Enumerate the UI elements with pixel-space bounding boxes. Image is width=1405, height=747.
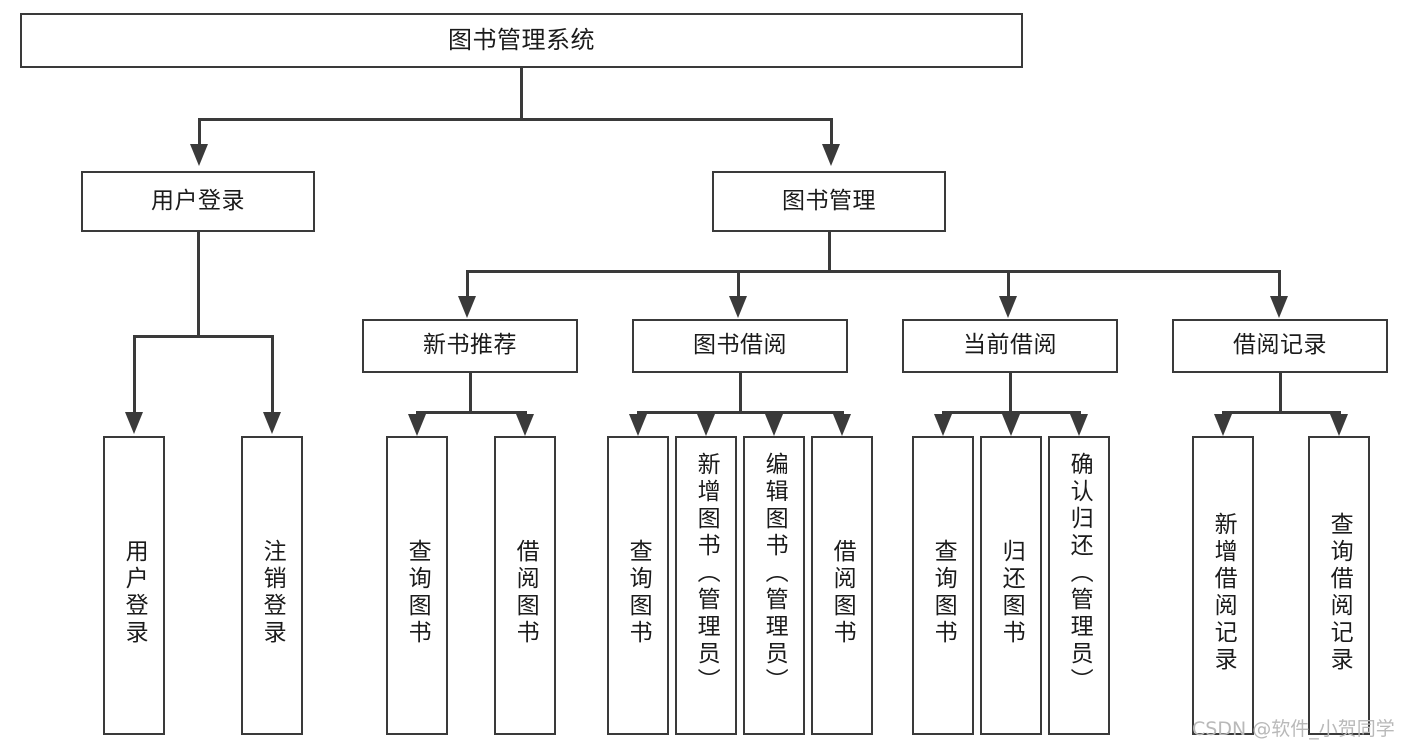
node-label: 归还图书 [998,538,1025,647]
arrow-to-book-borrow [729,296,747,318]
leaf-query-book-new[interactable]: 查询图书 [386,436,448,735]
connector-root-drop-left [198,118,201,146]
arrow-to-leaf-return-book [1002,414,1020,436]
arrow-to-leaf-query-book-2 [629,414,647,436]
connector-root-stem [520,68,523,120]
leaf-return-book[interactable]: 归还图书 [980,436,1042,735]
arrow-to-leaf-query-borrow-record [1330,414,1348,436]
csdn-watermark: CSDN @软件_小贺同学 [1192,718,1395,740]
connector-book-borrow-bus [637,411,843,414]
node-book-management[interactable]: 图书管理 [712,171,946,232]
connector-user-login-drop-2 [271,335,274,414]
connector-new-book-stem [469,373,472,413]
connector-level3-drop-1 [466,270,469,298]
connector-borrow-record-bus [1222,411,1340,414]
node-label: 确认归还（管理员） [1066,452,1093,695]
node-label: 图书管理 [782,187,876,214]
leaf-confirm-return-admin[interactable]: 确认归还（管理员） [1048,436,1110,735]
arrow-to-leaf-query-book-1 [408,414,426,436]
arrow-to-leaf-edit-book [765,414,783,436]
node-book-borrow[interactable]: 图书借阅 [632,319,848,373]
leaf-borrow-book-new[interactable]: 借阅图书 [494,436,556,735]
node-label: 借阅图书 [829,538,856,647]
leaf-logout[interactable]: 注销登录 [241,436,303,735]
node-label: 当前借阅 [963,332,1057,359]
leaf-borrow-book[interactable]: 借阅图书 [811,436,873,735]
connector-level3-drop-2 [737,270,740,298]
node-user-login[interactable]: 用户登录 [81,171,315,232]
arrow-to-leaf-query-book-3 [934,414,952,436]
node-label: 查询图书 [404,538,431,647]
leaf-edit-book-admin[interactable]: 编辑图书（管理员） [743,436,805,735]
node-label: 新增借阅记录 [1210,511,1237,674]
connector-level3-drop-3 [1007,270,1010,298]
leaf-add-book-admin[interactable]: 新增图书（管理员） [675,436,737,735]
node-label: 图书借阅 [693,332,787,359]
node-current-borrow[interactable]: 当前借阅 [902,319,1118,373]
arrow-to-new-book-recommend [458,296,476,318]
arrow-to-leaf-confirm-return [1070,414,1088,436]
leaf-query-book-current[interactable]: 查询图书 [912,436,974,735]
arrow-to-book-management [822,144,840,166]
connector-user-login-bus [133,335,273,338]
node-label: 新增图书（管理员） [693,452,720,695]
leaf-add-borrow-record[interactable]: 新增借阅记录 [1192,436,1254,735]
connector-level3-bus [466,270,1280,273]
node-label: 编辑图书（管理员） [761,452,788,695]
node-label: 新书推荐 [423,332,517,359]
arrow-to-leaf-logout [263,412,281,434]
connector-new-book-bus [416,411,526,414]
node-label: 查询图书 [625,538,652,647]
node-label: 借阅记录 [1233,332,1327,359]
leaf-query-borrow-record[interactable]: 查询借阅记录 [1308,436,1370,735]
arrow-to-leaf-add-book [697,414,715,436]
connector-book-management-stem [828,232,831,272]
node-borrow-record[interactable]: 借阅记录 [1172,319,1388,373]
connector-level3-drop-4 [1278,270,1281,298]
leaf-user-login[interactable]: 用户登录 [103,436,165,735]
connector-user-login-stem [197,232,200,337]
arrow-to-borrow-record [1270,296,1288,318]
connector-root-bus [198,118,832,121]
node-root-book-management-system[interactable]: 图书管理系统 [20,13,1023,68]
connector-book-borrow-stem [739,373,742,413]
arrow-to-user-login [190,144,208,166]
node-label: 用户登录 [121,538,148,647]
arrow-to-leaf-add-borrow-record [1214,414,1232,436]
node-label: 图书管理系统 [448,26,595,55]
connector-root-drop-right [830,118,833,146]
arrow-to-leaf-user-login [125,412,143,434]
connector-user-login-drop-1 [133,335,136,414]
node-new-book-recommend[interactable]: 新书推荐 [362,319,578,373]
arrow-to-leaf-borrow-book-1 [516,414,534,436]
node-label: 注销登录 [259,538,286,647]
node-label: 查询借阅记录 [1326,511,1353,674]
connector-borrow-record-stem [1279,373,1282,413]
node-label: 查询图书 [930,538,957,647]
leaf-query-book-borrow[interactable]: 查询图书 [607,436,669,735]
node-label: 用户登录 [151,187,245,214]
arrow-to-current-borrow [999,296,1017,318]
connector-current-borrow-stem [1009,373,1012,413]
node-label: 借阅图书 [512,538,539,647]
arrow-to-leaf-borrow-book-2 [833,414,851,436]
